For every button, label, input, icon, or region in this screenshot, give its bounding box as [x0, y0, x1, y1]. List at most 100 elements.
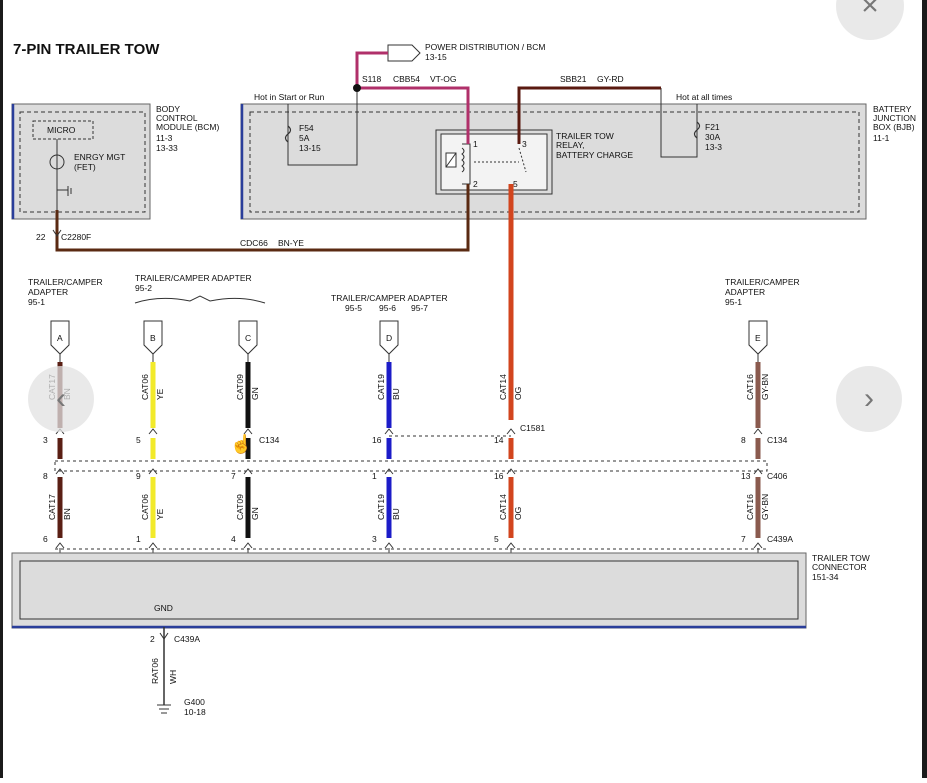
bjb-label-line4: 11-1 — [873, 133, 890, 143]
wire-bn-ye — [55, 184, 470, 252]
trailer-connector-label-line1: TRAILER TOW — [812, 553, 870, 563]
bcm-box — [11, 103, 151, 220]
c406-pin: 7 — [231, 471, 236, 481]
c439a-connector-mark — [243, 542, 253, 549]
c406-pin: 9 — [136, 471, 141, 481]
ground-label-line2: 10-18 — [184, 707, 206, 717]
f54-label-line3: 13-15 — [299, 143, 321, 153]
fet-label-line2: (FET) — [74, 162, 96, 172]
color-label-upper: BU — [391, 388, 401, 400]
c406-pin: 8 — [43, 471, 48, 481]
f21-label-line1: F21 — [705, 122, 720, 132]
wire-bn-ye-label: BN-YE — [278, 238, 304, 248]
trailer-connector-label-line2: CONNECTOR — [812, 562, 867, 572]
adapter-pin-b — [143, 320, 163, 355]
adapter-a-line3: 95-1 — [28, 297, 45, 307]
bcm-label-line4: 11-3 — [156, 133, 173, 143]
c439a-connector-mark — [753, 542, 763, 549]
c439a-label: C439A — [767, 534, 793, 544]
color-label-lower: GN — [250, 507, 260, 520]
chevron-right-icon: › — [864, 382, 874, 415]
adapter-d-line3: 95-6 — [379, 303, 396, 313]
c406-connector-mark — [506, 468, 516, 475]
adapter-e-line3: 95-1 — [725, 297, 742, 307]
next-button[interactable]: › — [836, 366, 902, 432]
c439a-pin: 6 — [43, 534, 48, 544]
hot-always-label: Hot at all times — [676, 92, 732, 102]
window-right-border — [922, 0, 927, 778]
bcm-label-line2: CONTROL — [156, 113, 198, 123]
adapter-a-line2: ADAPTER — [28, 287, 68, 297]
relay-label-line3: BATTERY CHARGE — [556, 150, 633, 160]
fet-label-line1: ENRGY MGT — [74, 152, 125, 162]
adapter-e-line2: ADAPTER — [725, 287, 765, 297]
gnd-pin-label: GND — [154, 603, 173, 613]
relay-pin-2: 2 — [473, 179, 478, 189]
c406-connector-mark — [55, 468, 65, 475]
chevron-left-icon: ‹ — [56, 382, 66, 415]
circuit-label-lower: CAT06 — [140, 494, 150, 520]
adapter-bc-line2: 95-2 — [135, 283, 152, 293]
adapter-bc-brace — [134, 295, 266, 304]
color-label-upper: OG — [513, 387, 523, 400]
bjb-dashed-border — [249, 111, 860, 213]
c134-pin: 16 — [372, 435, 382, 445]
adapter-d-line1: TRAILER/CAMPER ADAPTER — [331, 293, 448, 303]
adapter-a-line1: TRAILER/CAMPER — [28, 277, 103, 287]
c406-pin: 13 — [741, 471, 751, 481]
relay-label-line2: RELAY, — [556, 140, 585, 150]
c406-pin: 16 — [494, 471, 504, 481]
splice-s118-label: S118 — [362, 74, 381, 84]
color-label-upper: GN — [250, 387, 260, 400]
wire-cbb54-label: CBB54 — [393, 74, 420, 84]
c439a-pin: 5 — [494, 534, 499, 544]
circuit-label-lower: CAT09 — [235, 494, 245, 520]
adapter-pin-e — [748, 320, 768, 355]
power-label-line1: POWER DISTRIBUTION / BCM — [425, 42, 545, 52]
c439a-connector-mark — [55, 542, 65, 549]
gnd-connector-label: C439A — [174, 634, 200, 644]
f54-label-line2: 5A — [299, 133, 310, 143]
adapter-pin-d — [379, 320, 399, 355]
adapter-pin-c — [238, 320, 258, 355]
wire-gy-rd-label: GY-RD — [597, 74, 624, 84]
bjb-label-line2: JUNCTION — [873, 113, 916, 123]
c439a-pin: 3 — [372, 534, 377, 544]
c134-connector-mark — [148, 428, 158, 435]
circuit-label-lower: CAT14 — [498, 494, 508, 520]
wire-power-feed — [355, 51, 388, 88]
bcm-module: MICRO ENRGY MGT (FET) BODY CONTROL MODUL… — [11, 103, 219, 220]
c134-connector-mark — [506, 428, 516, 435]
window-left-border — [0, 0, 3, 778]
trailer-connector-box — [11, 552, 807, 629]
c406-connector-mark — [753, 468, 763, 475]
trailer-tow-connector: TRAILER TOW CONNECTOR 151-34 GND — [11, 552, 870, 629]
previous-button[interactable]: ‹ — [28, 366, 94, 432]
relay-pin-1: 1 — [473, 139, 478, 149]
adapter-pin-letter-b: B — [150, 333, 156, 343]
close-icon: × — [861, 0, 879, 22]
gnd-connector-mark — [159, 632, 169, 640]
c134-pin: 5 — [136, 435, 141, 445]
ground-label-line1: G400 — [184, 697, 205, 707]
c134-label-right: C134 — [767, 435, 788, 445]
bjb-label-line3: BOX (BJB) — [873, 122, 915, 132]
circuit-label-upper: CAT14 — [498, 374, 508, 400]
hand-cursor-icon: ☝ — [230, 434, 253, 454]
color-label-lower: OG — [513, 507, 523, 520]
bjb-module: BATTERY JUNCTION BOX (BJB) 11-1 Hot in S… — [240, 88, 916, 220]
relay-coil-wire — [462, 143, 471, 185]
adapter-d-line4: 95-7 — [411, 303, 428, 313]
adapter-e-line1: TRAILER/CAMPER — [725, 277, 800, 287]
color-label-lower: YE — [155, 508, 165, 520]
circuit-group: ACAT17BN38CAT17BN6PARKBCAT06YE59CAT06YE1… — [43, 320, 779, 588]
adapter-bc-line1: TRAILER/CAMPER ADAPTER — [135, 273, 252, 283]
adapter-pin-letter-d: D — [386, 333, 392, 343]
diagram-title: 7-PIN TRAILER TOW — [13, 41, 160, 58]
c406-label: C406 — [767, 471, 788, 481]
c439a-pin: 1 — [136, 534, 141, 544]
connector-arrow-shape — [387, 44, 421, 62]
power-label-line2: 13-15 — [425, 52, 447, 62]
splice-s118 — [353, 84, 361, 92]
